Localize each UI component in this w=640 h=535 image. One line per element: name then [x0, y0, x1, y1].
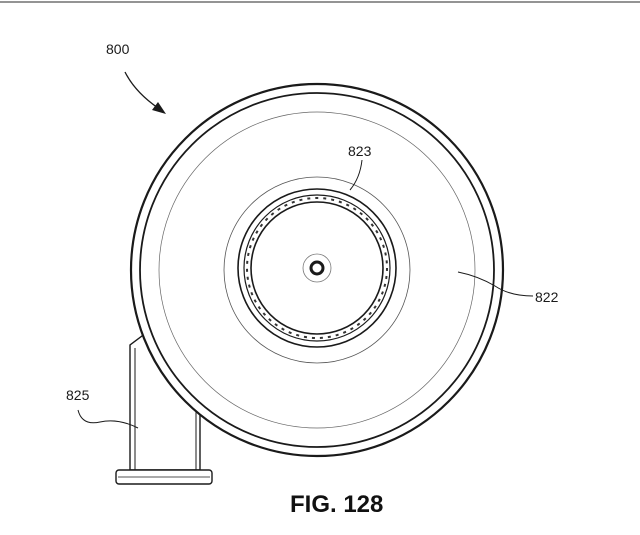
figure-caption: FIG. 128 — [290, 491, 383, 518]
label-800: 800 — [106, 41, 130, 57]
ref-800: 800 — [106, 41, 166, 114]
housing-outer-rim — [131, 84, 503, 456]
arrow-800-head — [152, 102, 166, 114]
label-822: 822 — [535, 289, 559, 305]
ref-825: 825 — [66, 387, 138, 428]
label-823: 823 — [348, 143, 372, 159]
leader-825 — [78, 410, 138, 428]
label-825: 825 — [66, 387, 90, 403]
housing — [131, 84, 503, 456]
arrow-800-leader — [125, 72, 158, 108]
